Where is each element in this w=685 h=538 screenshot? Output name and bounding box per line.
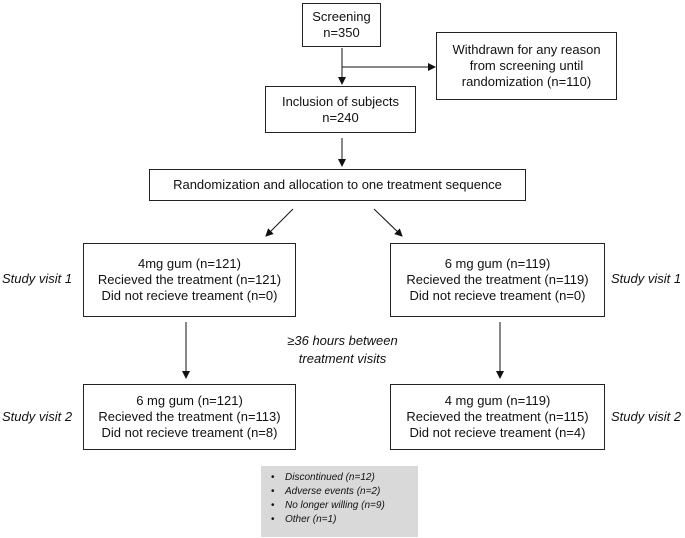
bullet-icon: • [271, 514, 275, 525]
left-visit2-received: Recieved the treatment (n=113) [98, 409, 281, 424]
right-visit1-received: Recieved the treatment (n=119) [406, 272, 589, 287]
screening-title: Screening [312, 9, 371, 24]
study-visit-2-right-label: Study visit 2 [611, 409, 682, 424]
right-visit1-not-received: Did not recieve treament (n=0) [409, 288, 586, 303]
discontinued-item-label: No longer willing (n=9) [285, 500, 385, 511]
withdrawn-line-1: Withdrawn for any reason [452, 42, 601, 57]
discontinued-box: • Discontinued (n=12) • Adverse events (… [261, 466, 418, 537]
discontinued-item-label: Other (n=1) [285, 514, 337, 525]
discontinued-item: • Discontinued (n=12) [271, 471, 418, 485]
screening-count: n=350 [323, 25, 360, 40]
bullet-icon: • [271, 500, 275, 511]
arrow-randomization-to-left [265, 208, 294, 237]
withdrawn-line-2: from screening until [469, 58, 584, 73]
right-visit1-box: 6 mg gum (n=119) Recieved the treatment … [390, 243, 605, 317]
randomization-text: Randomization and allocation to one trea… [173, 177, 502, 192]
discontinued-item: • No longer willing (n=9) [271, 499, 418, 513]
study-visit-1-right-label: Study visit 1 [611, 271, 682, 286]
left-visit1-not-received: Did not recieve treament (n=0) [101, 288, 278, 303]
withdrawn-box: Withdrawn for any reason from screening … [436, 32, 617, 100]
left-visit2-box: 6 mg gum (n=121) Recieved the treatment … [83, 384, 296, 450]
study-visit-2-left-label: Study visit 2 [2, 409, 73, 424]
right-visit2-not-received: Did not recieve treament (n=4) [409, 425, 586, 440]
between-visits-note: ≥36 hours between treatment visits [265, 332, 420, 368]
between-visits-line-2: treatment visits [298, 351, 387, 366]
right-visit2-box: 4 mg gum (n=119) Recieved the treatment … [390, 384, 605, 450]
right-visit2-dose: 4 mg gum (n=119) [444, 393, 551, 408]
right-visit1-dose: 6 mg gum (n=119) [444, 256, 551, 271]
inclusion-box: Inclusion of subjects n=240 [265, 86, 416, 133]
study-visit-1-left-label: Study visit 1 [2, 271, 73, 286]
randomization-box: Randomization and allocation to one trea… [149, 169, 526, 201]
left-visit1-box: 4mg gum (n=121) Recieved the treatment (… [83, 243, 296, 317]
bullet-icon: • [271, 486, 275, 497]
screening-box: Screening n=350 [302, 3, 381, 47]
bullet-icon: • [271, 472, 275, 483]
inclusion-count: n=240 [322, 109, 359, 125]
left-visit2-dose: 6 mg gum (n=121) [136, 393, 243, 408]
left-visit1-received: Recieved the treatment (n=121) [97, 272, 282, 287]
inclusion-title: Inclusion of subjects [281, 93, 400, 109]
withdrawn-line-3: randomization (n=110) [461, 74, 592, 89]
left-visit2-not-received: Did not recieve treament (n=8) [101, 425, 278, 440]
right-visit2-received: Recieved the treatment (n=115) [406, 409, 589, 424]
discontinued-item: • Other (n=1) [271, 513, 418, 527]
arrow-randomization-to-right [373, 208, 403, 237]
left-visit1-dose: 4mg gum (n=121) [138, 256, 241, 271]
between-visits-line-1: ≥36 hours between [287, 333, 398, 348]
discontinued-item-label: Discontinued (n=12) [285, 472, 375, 483]
discontinued-item-label: Adverse events (n=2) [285, 486, 381, 497]
discontinued-item: • Adverse events (n=2) [271, 485, 418, 499]
